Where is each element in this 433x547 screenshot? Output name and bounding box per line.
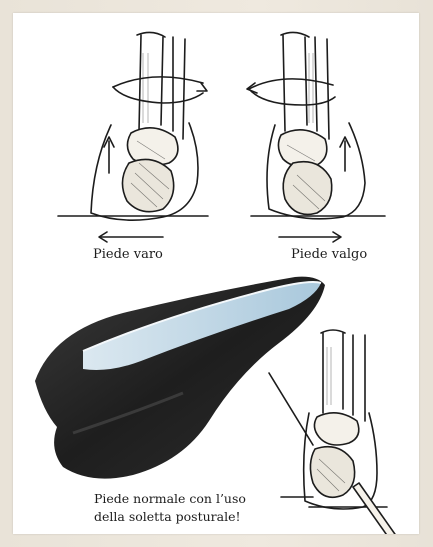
- caption-normal-line-1: Piede normale con l’uso: [94, 490, 324, 508]
- normal-foot-drawing: [13, 13, 419, 534]
- caption-normal-line-2: della soletta posturale!: [94, 508, 324, 526]
- caption-valgus-foot: Piede valgo: [291, 248, 367, 261]
- illustration-card: Piede varo Piede valgo Piede normale con…: [13, 13, 419, 534]
- caption-varus-foot: Piede varo: [93, 248, 163, 261]
- caption-normal-foot: Piede normale con l’uso della soletta po…: [94, 490, 324, 526]
